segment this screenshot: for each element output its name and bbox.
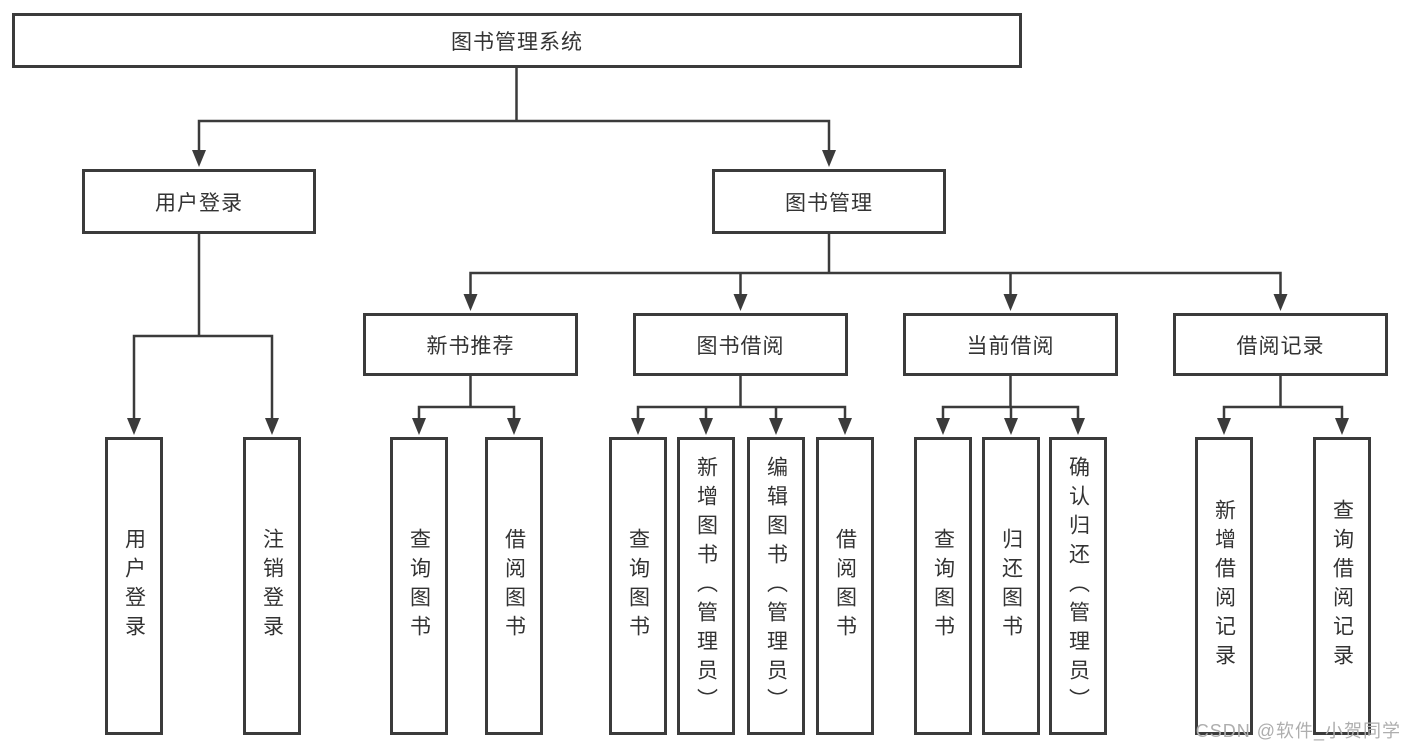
leaf-label: 新增借阅记录	[1212, 499, 1236, 673]
arrowhead	[1335, 418, 1349, 435]
connector-book-borrow-to-leaves	[631, 374, 852, 435]
leaf-label: 查询图书	[407, 528, 431, 644]
node-book-management: 图书管理	[712, 169, 946, 234]
node-label: 图书借阅	[696, 334, 785, 358]
arrowhead	[733, 294, 748, 311]
connector-user-login-to-leaves	[127, 232, 279, 435]
leaf-label: 查询借阅记录	[1330, 499, 1354, 673]
leaf-label: 注销登录	[260, 528, 284, 644]
arrowhead	[463, 294, 478, 311]
leaf-label: 确认归还（管理员）	[1066, 455, 1090, 717]
node-label: 图书管理系统	[451, 30, 583, 54]
leaf-confirm-return-admin: 确认归还（管理员）	[1049, 437, 1107, 735]
arrowhead	[1273, 294, 1288, 311]
arrowhead	[507, 418, 521, 435]
leaf-query-books-recommend: 查询图书	[390, 437, 448, 735]
node-book-borrow: 图书借阅	[633, 313, 848, 376]
connector-root-to-level2	[192, 66, 836, 167]
node-borrow-records: 借阅记录	[1173, 313, 1388, 376]
arrowhead	[192, 150, 206, 167]
leaf-label: 新增图书（管理员）	[694, 455, 718, 717]
connector-book-mgmt-to-level3	[463, 232, 1288, 311]
leaf-label: 借阅图书	[502, 528, 526, 644]
leaf-label: 编辑图书（管理员）	[764, 455, 788, 717]
leaf-return-book: 归还图书	[982, 437, 1040, 735]
node-current-borrow: 当前借阅	[903, 313, 1118, 376]
arrowhead	[1004, 418, 1018, 435]
arrowhead	[631, 418, 645, 435]
leaf-label: 查询图书	[626, 528, 650, 644]
arrowhead	[1217, 418, 1231, 435]
arrowhead	[769, 418, 783, 435]
arrowhead	[1071, 418, 1085, 435]
leaf-borrow-books: 借阅图书	[816, 437, 874, 735]
connector-current-borrow-to-leaves	[936, 374, 1085, 435]
arrowhead	[265, 418, 279, 435]
node-new-book-recommend: 新书推荐	[363, 313, 578, 376]
node-library-management-system: 图书管理系统	[12, 13, 1022, 68]
leaf-add-book-admin: 新增图书（管理员）	[677, 437, 735, 735]
leaf-logout: 注销登录	[243, 437, 301, 735]
connector-borrow-records-to-leaves	[1217, 374, 1349, 435]
leaf-user-login: 用户登录	[105, 437, 163, 735]
leaf-label: 查询图书	[931, 528, 955, 644]
leaf-add-borrow-record: 新增借阅记录	[1195, 437, 1253, 735]
arrowhead	[412, 418, 426, 435]
arrowhead	[936, 418, 950, 435]
arrowhead	[699, 418, 713, 435]
node-label: 图书管理	[785, 191, 873, 215]
csdn-watermark: CSDN @软件_小贺同学	[1195, 721, 1401, 741]
node-label: 用户登录	[155, 191, 243, 215]
node-user-login: 用户登录	[82, 169, 316, 234]
leaf-label: 归还图书	[999, 528, 1023, 644]
arrowhead	[838, 418, 852, 435]
arrowhead	[127, 418, 141, 435]
leaf-query-books-current: 查询图书	[914, 437, 972, 735]
leaf-query-borrow-record: 查询借阅记录	[1313, 437, 1371, 735]
leaf-label: 借阅图书	[833, 528, 857, 644]
arrowhead	[822, 150, 836, 167]
leaf-borrow-books-recommend: 借阅图书	[485, 437, 543, 735]
leaf-edit-book-admin: 编辑图书（管理员）	[747, 437, 805, 735]
leaf-query-books-borrow: 查询图书	[609, 437, 667, 735]
arrowhead	[1003, 294, 1018, 311]
node-label: 借阅记录	[1236, 334, 1325, 358]
node-label: 新书推荐	[426, 334, 515, 358]
node-label: 当前借阅	[966, 334, 1055, 358]
leaf-label: 用户登录	[122, 528, 146, 644]
connector-new-book-rec-to-leaves	[412, 374, 521, 435]
